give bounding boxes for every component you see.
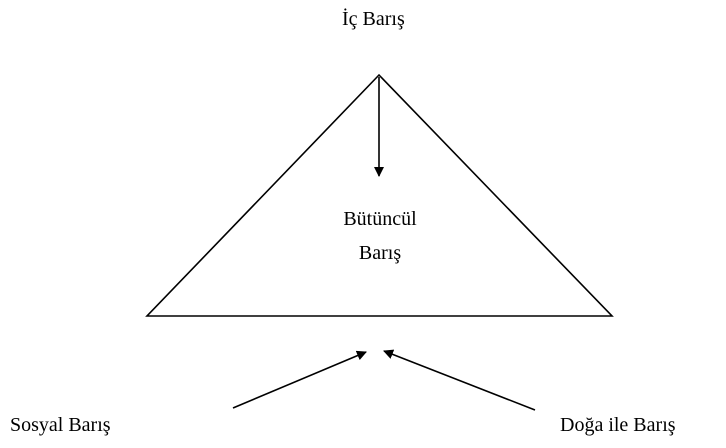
center-label-line2: Barış xyxy=(358,242,402,264)
left-label: Sosyal Barış xyxy=(10,414,111,436)
center-label-line1: Bütüncül xyxy=(343,208,417,230)
arrow-left-up xyxy=(232,350,367,409)
top-label: İç Barış xyxy=(342,8,405,30)
arrow-right-up xyxy=(383,349,536,411)
center-label: Bütüncül Barış xyxy=(300,202,460,270)
right-label: Doğa ile Barış xyxy=(560,414,676,436)
triangle-outline xyxy=(145,73,614,317)
